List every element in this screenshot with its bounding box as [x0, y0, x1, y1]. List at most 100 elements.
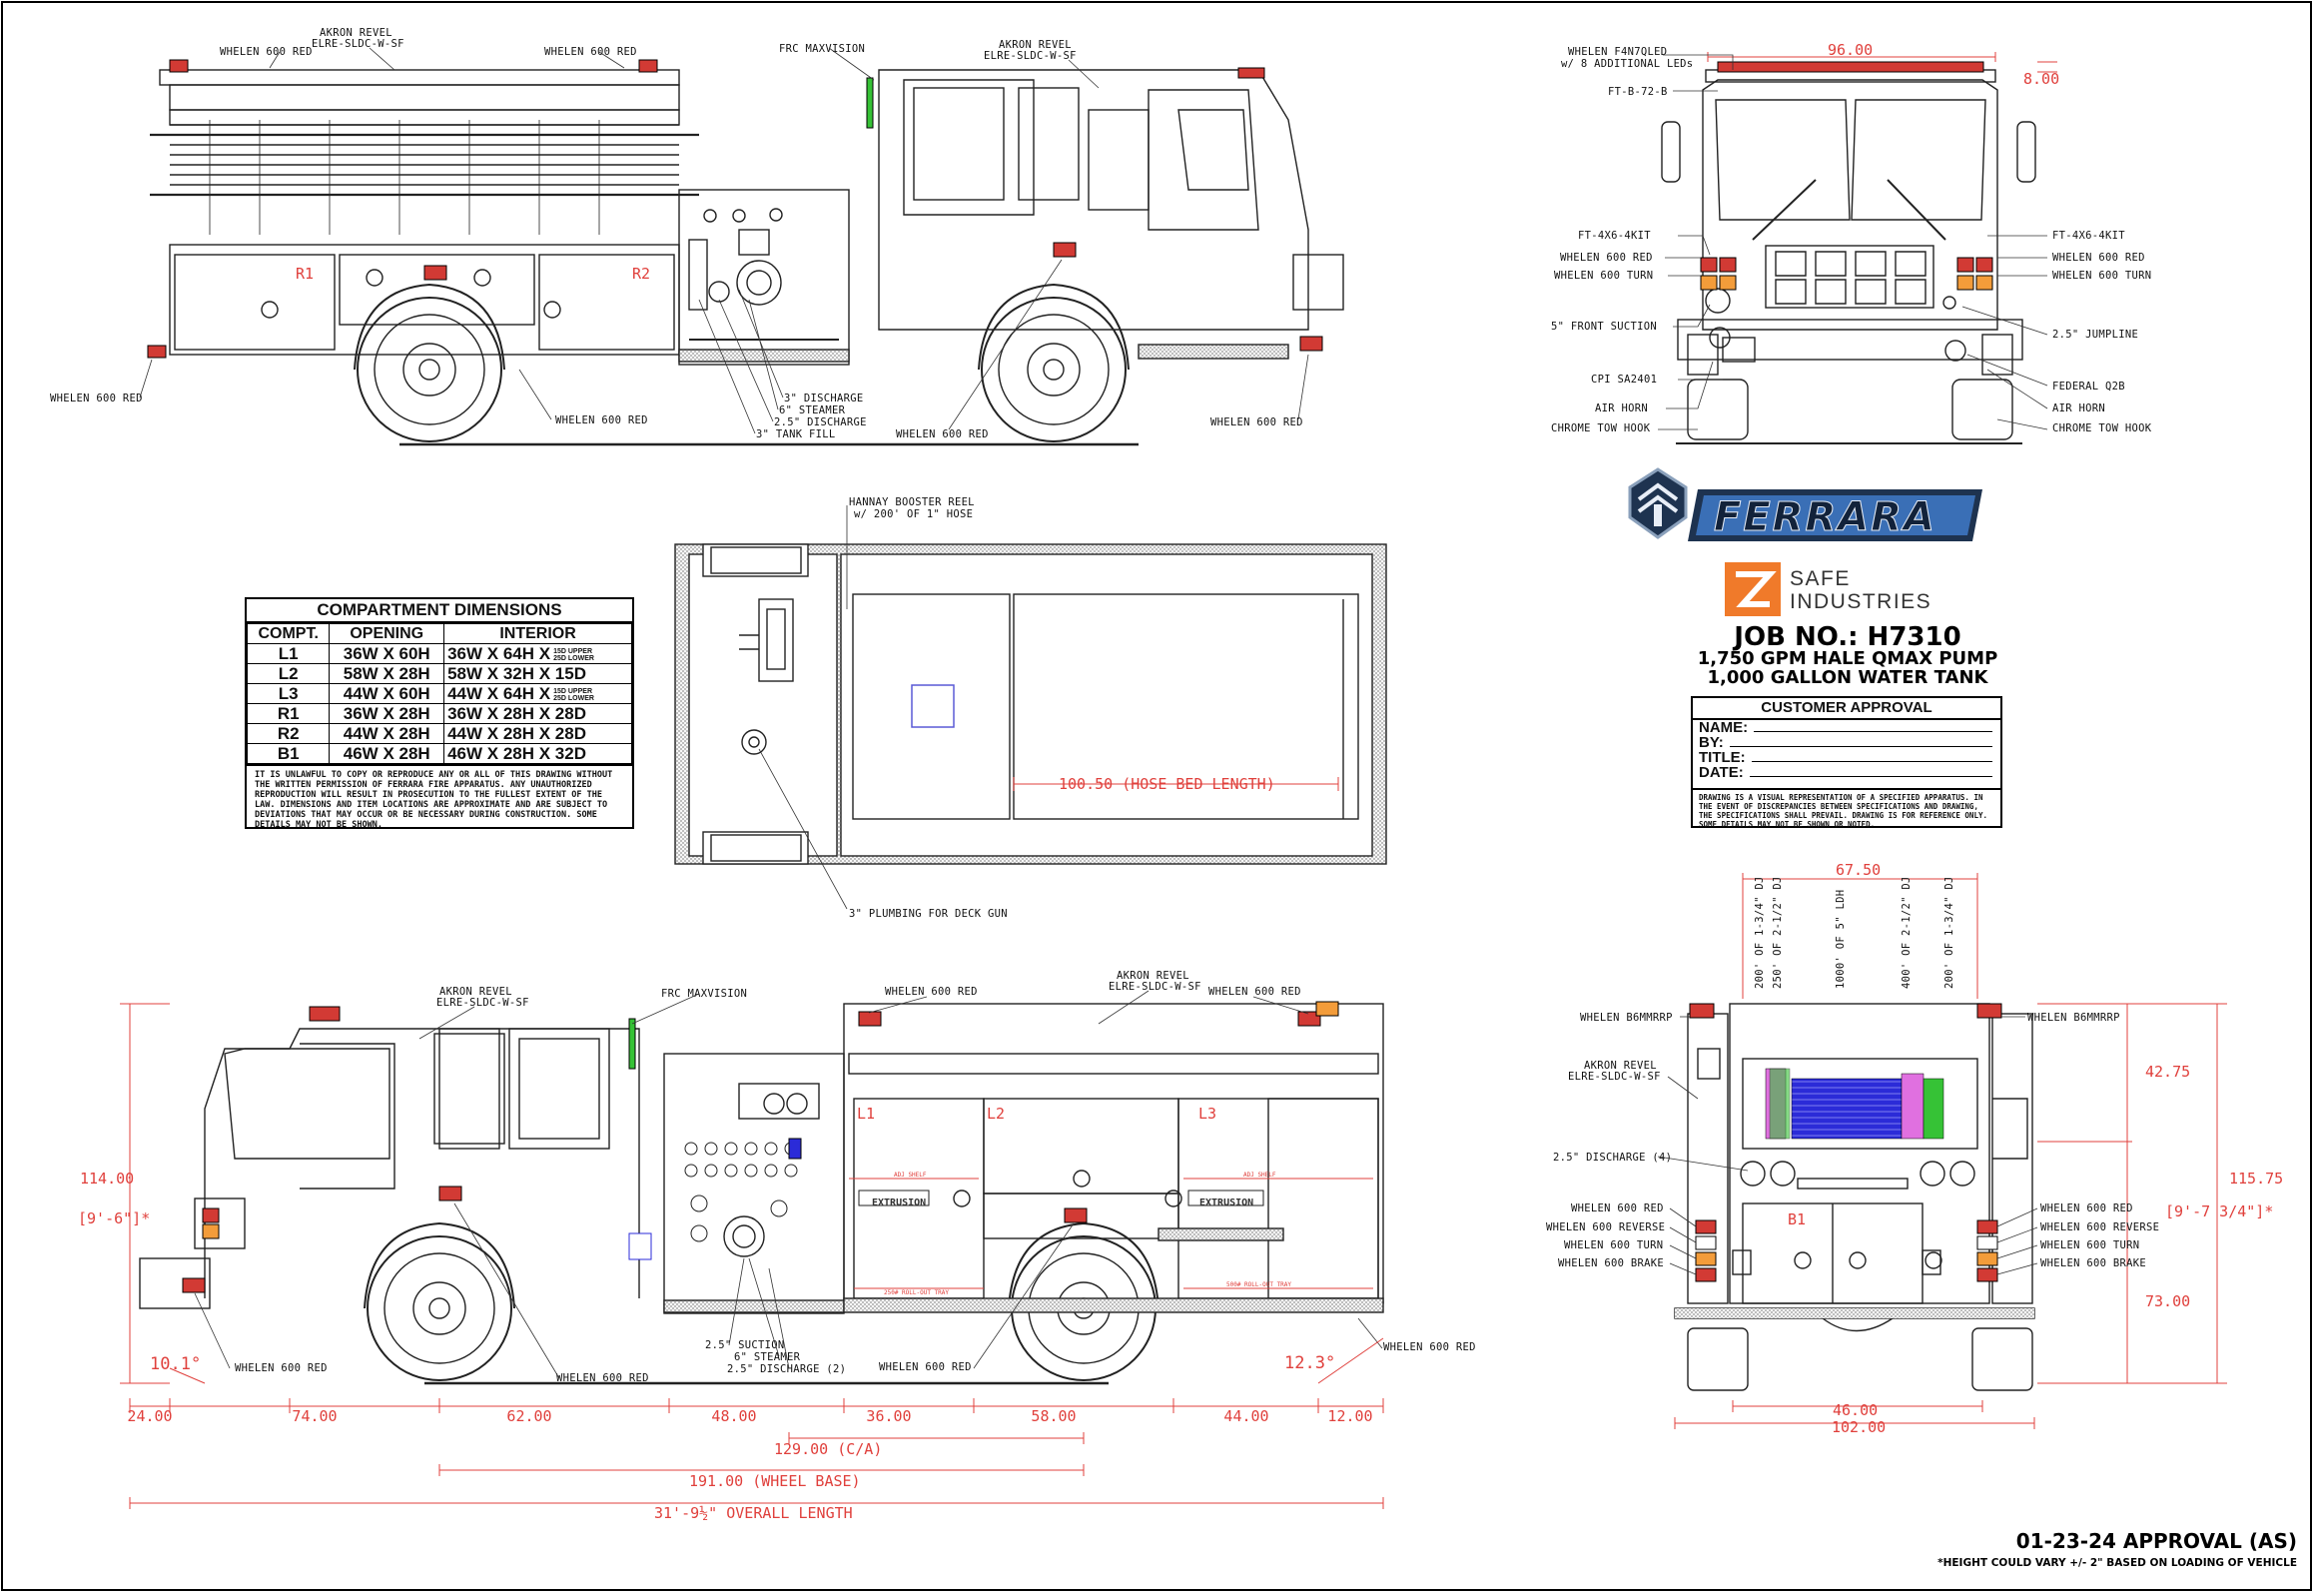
safe-logo [1725, 562, 1781, 616]
front-ft-kit-right: FT-4X6-4KIT [2052, 230, 2125, 242]
compartment-opening: 46W X 28H [329, 743, 445, 764]
rear-rev-l: WHELEN 600 REVERSE [1546, 1221, 1665, 1233]
approval-by-row[interactable]: BY: [1693, 735, 2000, 750]
hose-bed-dimension [1013, 777, 1339, 791]
depth-upper: 15D UPPER [553, 647, 592, 655]
approval-name-field[interactable] [1754, 720, 1992, 732]
plan-booster-reel: HANNAY BOOSTER REEL [849, 496, 975, 508]
approval-title: CUSTOMER APPROVAL [1693, 698, 2000, 720]
left-angle-rear: 12.3° [1284, 1353, 1335, 1373]
dimension-label: 12.00 [1327, 1407, 1372, 1425]
front-ft-b: FT-B-72-B [1608, 86, 1668, 98]
label-akron-model-2: ELRE-SLDC-W-SF [984, 50, 1077, 62]
industries-text: INDUSTRIES [1790, 590, 1931, 613]
left-side-view [139, 1003, 1384, 1385]
label-whelen-600-red-mid: WHELEN 600 RED [544, 46, 637, 58]
compartment-dimensions-table: COMPARTMENT DIMENSIONS COMPT. OPENING IN… [245, 597, 634, 830]
right-view-warning-lights [147, 59, 1323, 359]
front-tow-right: CHROME TOW HOOK [2052, 422, 2152, 434]
label-whelen-600-red-bottom: WHELEN 600 RED [896, 428, 989, 440]
rear-hose-1: 200' OF 1-3/4" DJ [1754, 876, 1766, 989]
approval-title-row[interactable]: TITLE: [1693, 750, 2000, 765]
left-ca-dim: 129.00 (C/A) [774, 1440, 882, 1458]
approval-by-field[interactable] [1729, 735, 1992, 747]
label-whelen-600-red-rear: WHELEN 600 RED [50, 393, 143, 404]
label-l1: L1 [857, 1105, 875, 1123]
depth-upper: 15D UPPER [553, 687, 592, 695]
compartment-interior: 36W X 28H X 28D [443, 703, 632, 724]
dimension-label: 44.00 [1223, 1407, 1268, 1425]
front-light-bar-2: w/ 8 ADDITIONAL LEDs [1561, 58, 1693, 70]
label-adj-shelf-1: ADJ SHELF [894, 1172, 927, 1179]
left-steamer: 6" STEAMER [734, 1351, 801, 1363]
label-l2: L2 [987, 1105, 1005, 1123]
rear-running-board [1675, 1308, 2034, 1318]
front-light-bar: WHELEN F4N7QLED [1568, 46, 1667, 58]
right-view-leaders [139, 47, 1309, 434]
approval-title-field[interactable] [1751, 750, 1992, 762]
col-compt: COMPT. [246, 623, 331, 644]
dimension-label: 48.00 [711, 1407, 756, 1425]
label-extrusion-2: EXTRUSION [1199, 1197, 1253, 1208]
left-view-dimension-lines [120, 1003, 1384, 1509]
rear-akron: AKRON REVEL [1584, 1060, 1657, 1072]
compartment-interior: 44W X 28H X 28D [443, 723, 632, 744]
left-frc: FRC MAXVISION [661, 988, 747, 1000]
label-adj-shelf-2: ADJ SHELF [1243, 1172, 1276, 1179]
label-akron-revel-2: AKRON REVEL [999, 39, 1072, 51]
rear-hose-3: 1000' OF 5" LDH [1835, 890, 1847, 989]
compartment-interior: 46W X 28H X 32D [443, 743, 632, 764]
approval-by-label: BY: [1699, 734, 1724, 751]
plan-deck-gun: 3" PLUMBING FOR DECK GUN [849, 908, 1008, 920]
compartment-id: R1 [246, 703, 331, 724]
plan-booster-reel-2: w/ 200' OF 1" HOSE [854, 508, 973, 520]
front-view-dimensions [1707, 52, 2057, 73]
label-frc-maxvision: FRC MAXVISION [779, 43, 865, 55]
left-whelen-front-bottom: WHELEN 600 RED [235, 1362, 328, 1374]
left-height-ft: [9'-6"]* [78, 1209, 150, 1227]
ferrara-wordmark: FERRARA [1714, 494, 1936, 540]
front-turn-left: WHELEN 600 TURN [1554, 270, 1653, 282]
compartment-interior: 58W X 32H X 15D [443, 663, 632, 684]
front-federal: FEDERAL Q2B [2052, 381, 2125, 393]
label-akron-model: ELRE-SLDC-W-SF [312, 38, 404, 50]
rear-hose-4: 400' OF 2-1/2" DJ [1901, 876, 1913, 989]
copyright-note: IT IS UNLAWFUL TO COPY OR REPRODUCE ANY … [247, 764, 632, 834]
label-3-discharge: 3" DISCHARGE [784, 393, 863, 404]
dimension-label: 62.00 [506, 1407, 551, 1425]
compartment-interior-value: 36W X 64H X [447, 644, 551, 663]
label-l3: L3 [1198, 1105, 1216, 1123]
left-wheelbase-dim: 191.00 (WHEEL BASE) [689, 1472, 861, 1490]
label-whelen-600-red-left: WHELEN 600 RED [220, 46, 313, 58]
rear-turn-r: WHELEN 600 TURN [2040, 1239, 2139, 1251]
label-akron-revel: AKRON REVEL [320, 27, 392, 39]
compartment-id: L1 [246, 643, 331, 664]
footer-approval: 01-23-24 APPROVAL (AS) [2016, 1529, 2297, 1553]
rear-dim-46: 46.00 [1833, 1401, 1878, 1419]
front-ft-kit-left: FT-4X6-4KIT [1578, 230, 1651, 242]
label-extrusion-1: EXTRUSION [872, 1197, 926, 1208]
front-air-horn-right: AIR HORN [2052, 402, 2105, 414]
approval-name-label: NAME: [1699, 719, 1749, 736]
front-view-lights [1700, 61, 1993, 291]
rear-brake-r: WHELEN 600 BRAKE [2040, 1257, 2146, 1269]
compartment-table-title: COMPARTMENT DIMENSIONS [247, 599, 632, 623]
approval-name-row[interactable]: NAME: [1693, 720, 2000, 735]
front-tow-left: CHROME TOW HOOK [1551, 422, 1651, 434]
safe-text: SAFE [1790, 567, 1851, 590]
rear-b1: B1 [1788, 1210, 1806, 1228]
approval-date-field[interactable] [1749, 765, 1992, 777]
approval-date-row[interactable]: DATE: [1693, 765, 2000, 780]
compartment-interior-value: 58W X 32H X 15D [447, 664, 586, 683]
label-r2: R2 [632, 265, 650, 283]
rear-hose-5: 200' OF 1-3/4" DJ [1943, 876, 1955, 989]
label-rollout-1: 250# ROLL-OUT TRAY [884, 1289, 949, 1296]
